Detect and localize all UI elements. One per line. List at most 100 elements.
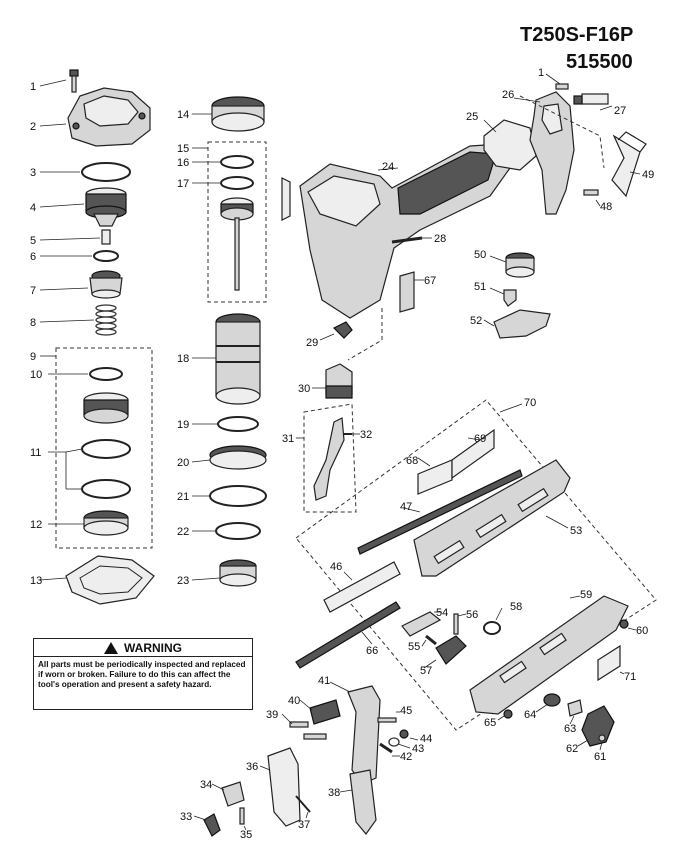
part-14-ring — [192, 96, 265, 132]
callout-37: 37 — [298, 819, 310, 831]
part-34-clip — [211, 781, 245, 807]
part-69-label — [451, 428, 495, 480]
part-19-o-ring — [192, 416, 259, 432]
part-37-pin — [295, 795, 311, 819]
part-31-trigger-group — [296, 403, 357, 513]
callout-51: 51 — [474, 281, 486, 293]
callout-28: 28 — [434, 233, 446, 245]
model-title: T250S-F16P — [520, 24, 634, 46]
part-25-gasket — [483, 119, 537, 171]
part-50-adjuster — [489, 252, 535, 278]
callout-10: 10 — [30, 369, 42, 381]
callout-59: 59 — [580, 589, 592, 601]
part-36-guide — [259, 747, 301, 827]
callout-7: 7 — [30, 285, 36, 297]
callout-22: 22 — [177, 526, 189, 538]
part-63-button — [567, 699, 583, 725]
part-60-screw — [619, 619, 637, 631]
part-46-strip — [323, 561, 401, 613]
callout-25: 25 — [466, 111, 478, 123]
part-42-spring — [379, 742, 400, 757]
callout-32: 32 — [360, 429, 372, 441]
part-48-screw — [583, 189, 601, 207]
callout-56: 56 — [466, 609, 478, 621]
callout-27: 27 — [614, 105, 626, 117]
callout-47: 47 — [400, 501, 412, 513]
callout-35: 35 — [240, 829, 252, 841]
part-18-cylinder — [192, 313, 261, 405]
part-44-screw — [399, 729, 419, 741]
part-17-o-ring — [192, 176, 254, 190]
callout-12: 12 — [30, 519, 42, 531]
part-33-clip — [193, 813, 221, 837]
callout-6: 6 — [30, 251, 36, 263]
callout-42: 42 — [400, 751, 412, 763]
part-41-nose — [329, 681, 381, 785]
part-1-screw — [39, 69, 79, 93]
part-55-spring — [421, 634, 437, 647]
part-2-cylinder-cap — [39, 87, 151, 147]
callout-70: 70 — [524, 397, 536, 409]
part-64-spring — [535, 693, 561, 713]
callout-62: 62 — [566, 743, 578, 755]
part-52-lever — [483, 309, 551, 339]
part-piston-driver — [220, 197, 254, 291]
callout-20: 20 — [177, 457, 189, 469]
part-38-contact — [339, 769, 377, 835]
part-54-bracket — [401, 611, 442, 637]
callout-41: 41 — [318, 675, 330, 687]
part-39-screws — [281, 713, 327, 740]
part-49-belt-hook — [611, 131, 647, 198]
part-47-rail — [357, 469, 523, 555]
part-62-end-cap — [577, 705, 615, 747]
part-4-head-valve — [39, 187, 127, 227]
callout-19: 19 — [177, 419, 189, 431]
part-68-label — [417, 457, 453, 495]
callout-3: 3 — [30, 167, 36, 179]
callout-13: 13 — [30, 575, 42, 587]
part-40-plate — [299, 699, 341, 725]
part-43-spring — [388, 737, 411, 749]
part-side-bracket — [281, 177, 291, 221]
part-59-follower-body — [469, 595, 629, 715]
callout-15: 15 — [177, 143, 189, 155]
callout-36: 36 — [246, 761, 258, 773]
callout-30: 30 — [298, 383, 310, 395]
callout-65: 65 — [484, 717, 496, 729]
part-9-kit-group — [40, 347, 153, 549]
warning-header: WARNING — [34, 639, 252, 657]
warning-triangle-icon — [104, 641, 118, 654]
callout-57: 57 — [420, 665, 432, 677]
callout-16: 16 — [177, 157, 189, 169]
part-21-o-ring — [192, 485, 267, 507]
callout-64: 64 — [524, 709, 536, 721]
callout-2: 2 — [30, 121, 36, 133]
part-28-pin — [391, 236, 432, 244]
part-23-bumper — [191, 559, 257, 587]
callout-34: 34 — [200, 779, 212, 791]
part-57-latch — [423, 635, 467, 669]
warning-title: WARNING — [124, 640, 182, 655]
callout-11: 11 — [30, 447, 41, 459]
callout-55: 55 — [408, 641, 420, 653]
part-16-o-ring — [192, 155, 254, 169]
callout-39: 39 — [266, 709, 278, 721]
callout-44: 44 — [420, 733, 432, 745]
callout-45: 45 — [400, 705, 412, 717]
callout-8: 8 — [30, 317, 36, 329]
callout-9: 9 — [30, 351, 36, 363]
callout-71: 71 — [624, 671, 636, 683]
callout-69: 69 — [474, 433, 486, 445]
callout-66: 66 — [366, 645, 378, 657]
part-67-latch — [399, 271, 424, 313]
callout-61: 61 — [594, 751, 606, 763]
part-26-end-cap — [513, 91, 575, 215]
callout-63: 63 — [564, 723, 576, 735]
part-11-seal — [48, 392, 131, 499]
part-7-valve-seat — [39, 270, 123, 299]
part-71-label — [597, 644, 625, 682]
callout-50: 50 — [474, 249, 486, 261]
part-15-piston-group — [192, 141, 267, 303]
callout-17: 17 — [177, 178, 189, 190]
callout-33: 33 — [180, 811, 192, 823]
